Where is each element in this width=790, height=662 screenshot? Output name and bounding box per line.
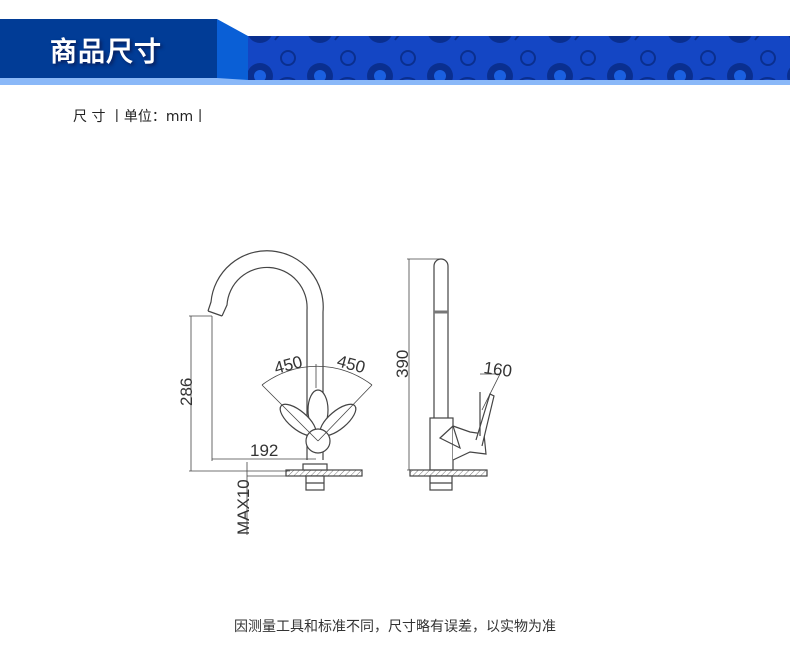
dim-max10: MAX10 [234,479,253,535]
section-title: 商品尺寸 [50,37,162,68]
dim-160: 160 [482,358,513,381]
dim-390: 390 [393,350,412,378]
front-view [189,250,373,535]
unit-label: 尺 寸 丨单位：mm丨 [73,109,208,125]
dim-angle-left: 450 [272,352,304,378]
faucet-dimension-drawing: 286 192 450 450 MAX10 390 160 [177,250,513,535]
side-view [407,258,501,491]
dim-286: 286 [177,378,196,406]
dim-192: 192 [250,441,278,460]
measurement-note: 因测量工具和标准不同，尺寸略有误差，以实物为准 [234,619,556,635]
dim-angle-right: 450 [335,352,367,378]
section-header-banner [0,19,790,85]
